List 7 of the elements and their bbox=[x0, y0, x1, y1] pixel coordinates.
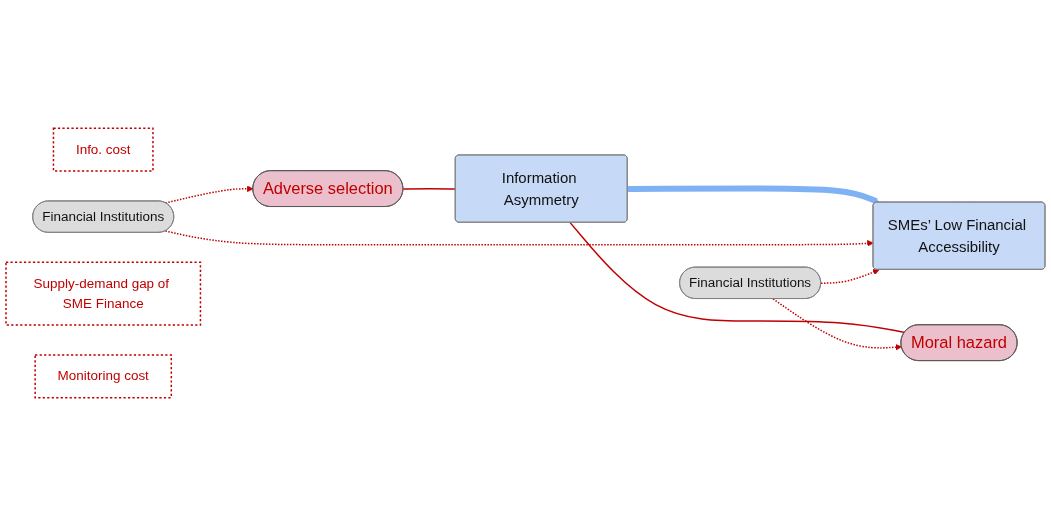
node-box: Supply-demand gap of SME Finance bbox=[5, 261, 202, 326]
arrow bbox=[627, 185, 880, 204]
arrow bbox=[772, 298, 902, 351]
arrow bbox=[820, 268, 880, 284]
node-box: Info. cost bbox=[52, 127, 154, 172]
connector bbox=[402, 187, 457, 190]
node-box: Monitoring cost bbox=[34, 354, 173, 399]
